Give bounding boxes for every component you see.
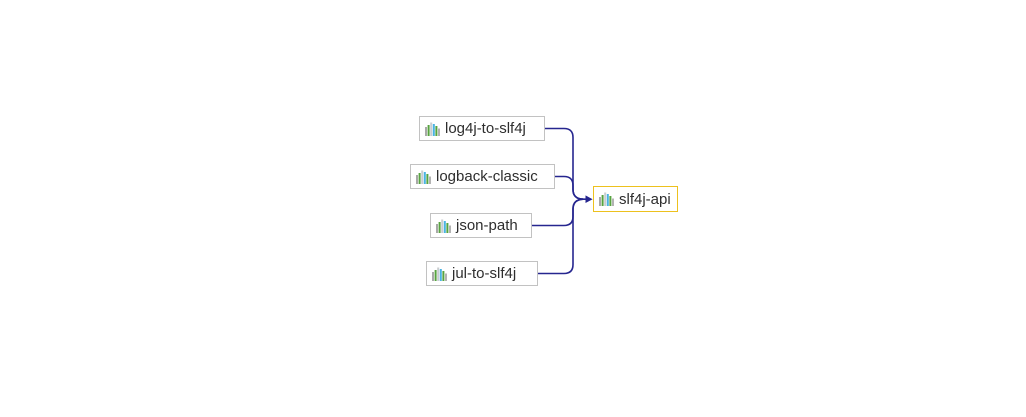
bar-chart-icon bbox=[416, 170, 431, 184]
node-label: jul-to-slf4j bbox=[452, 265, 517, 282]
bar-chart-icon bbox=[432, 267, 447, 281]
node-slf4j-api[interactable]: slf4j-api bbox=[593, 186, 678, 212]
arrowhead-icon bbox=[585, 195, 593, 203]
bar-chart-icon bbox=[436, 219, 451, 233]
node-log4j-to-slf4j[interactable]: log4j-to-slf4j bbox=[419, 116, 545, 141]
edge-jul-to-slf4j bbox=[537, 198, 584, 275]
node-label: json-path bbox=[456, 217, 518, 234]
edge-json-path bbox=[531, 198, 584, 227]
node-label: slf4j-api bbox=[619, 190, 671, 208]
node-label: logback-classic bbox=[436, 168, 538, 185]
bar-chart-icon bbox=[425, 122, 440, 136]
node-logback-classic[interactable]: logback-classic bbox=[410, 164, 555, 189]
node-jul-to-slf4j[interactable]: jul-to-slf4j bbox=[426, 261, 538, 286]
bar-chart-icon bbox=[599, 192, 614, 206]
node-label: log4j-to-slf4j bbox=[445, 120, 526, 137]
node-json-path[interactable]: json-path bbox=[430, 213, 532, 238]
edge-logback-classic bbox=[554, 175, 584, 200]
